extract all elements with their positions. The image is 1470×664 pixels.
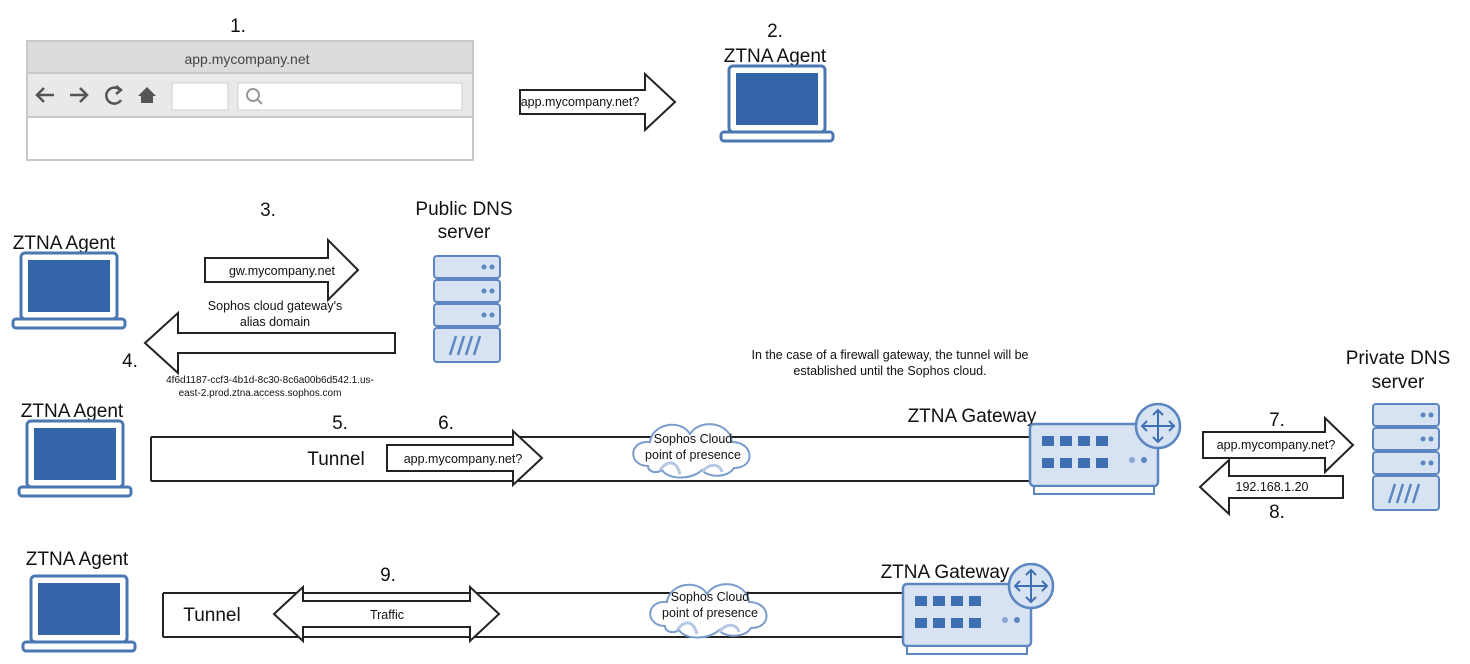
gateway-label-2: ZTNA Gateway — [881, 562, 1010, 583]
step-8-label: 8. — [1269, 502, 1285, 523]
svg-text:app.mycompany.net?: app.mycompany.net? — [404, 452, 523, 466]
svg-text:app.mycompany.net?: app.mycompany.net? — [521, 95, 640, 109]
back-icon[interactable] — [35, 87, 54, 103]
arrow-alias-reply — [143, 310, 396, 376]
server-icon — [1371, 402, 1441, 512]
cloud-label-2b: point of presence — [662, 606, 758, 620]
step-2-label: 2. — [767, 21, 783, 42]
tunnel-label-2: Tunnel — [183, 605, 240, 626]
agent-label-step3: ZTNA Agent — [13, 233, 116, 254]
svg-text:app.mycompany.net?: app.mycompany.net? — [1217, 438, 1336, 452]
alias-value-2: east-2.prod.ztna.access.sophos.com — [179, 388, 342, 399]
browser-address-box[interactable] — [171, 82, 229, 111]
step-7-label: 7. — [1269, 410, 1285, 431]
search-icon — [246, 88, 263, 105]
arrow-tunnel-query: app.mycompany.net? — [386, 428, 544, 488]
cloud-label-1b: point of presence — [645, 448, 741, 462]
note-line-1: In the case of a firewall gateway, the t… — [751, 348, 1028, 362]
cloud-label-1a: Sophos Cloud — [654, 432, 733, 446]
arrow-private-reply: 192.168.1.20 — [1198, 457, 1344, 517]
gateway-label-1: ZTNA Gateway — [908, 406, 1037, 427]
tunnel-step5 — [150, 436, 1030, 482]
step-6-label: 6. — [438, 413, 454, 434]
step-9-label: 9. — [380, 565, 396, 586]
home-icon[interactable] — [138, 87, 156, 103]
step-4-label: 4. — [122, 351, 138, 372]
browser-search-box[interactable] — [237, 82, 463, 111]
agent-label-step5: ZTNA Agent — [21, 401, 124, 422]
cloud-label-2a: Sophos Cloud — [671, 590, 750, 604]
private-dns-label: Private DNS — [1346, 348, 1451, 369]
switch-icon — [1028, 402, 1182, 496]
agent-label-step9: ZTNA Agent — [26, 549, 129, 570]
public-dns-label: Public DNS — [415, 199, 512, 220]
step-3-label: 3. — [260, 200, 276, 221]
laptop-icon — [11, 251, 127, 330]
reload-icon[interactable] — [105, 85, 124, 105]
arrow-private-query: app.mycompany.net? — [1202, 415, 1355, 475]
step-1-label: 1. — [230, 16, 246, 37]
arrow-traffic: Traffic — [272, 584, 501, 644]
tunnel-label-1: Tunnel — [307, 449, 364, 470]
forward-icon[interactable] — [70, 87, 89, 103]
alias-value-1: 4f6d1187-ccf3-4b1d-8c30-8c6a00b6d542.1.u… — [166, 375, 374, 386]
arrow-query-gw: gw.mycompany.net — [204, 237, 360, 303]
agent-label-step2: ZTNA Agent — [724, 46, 827, 67]
laptop-icon — [719, 64, 835, 143]
svg-text:192.168.1.20: 192.168.1.20 — [1236, 480, 1309, 494]
step-5-label: 5. — [332, 413, 348, 434]
alias-caption-1: Sophos cloud gateway's — [208, 299, 342, 313]
server-icon — [432, 254, 502, 364]
arrow-query-app: app.mycompany.net? — [519, 71, 677, 133]
note-line-2: established until the Sophos cloud. — [793, 364, 986, 378]
alias-caption-2: alias domain — [240, 315, 310, 329]
public-dns-label-2: server — [438, 222, 491, 243]
svg-text:Traffic: Traffic — [370, 608, 404, 622]
browser-window-icon: app.mycompany.net — [26, 40, 474, 161]
browser-address-text: app.mycompany.net — [184, 51, 309, 67]
laptop-icon — [21, 574, 137, 653]
laptop-icon — [17, 419, 133, 498]
svg-text:gw.mycompany.net: gw.mycompany.net — [229, 264, 336, 278]
tunnel-step9 — [162, 592, 903, 638]
private-dns-label-2: server — [1372, 372, 1425, 393]
